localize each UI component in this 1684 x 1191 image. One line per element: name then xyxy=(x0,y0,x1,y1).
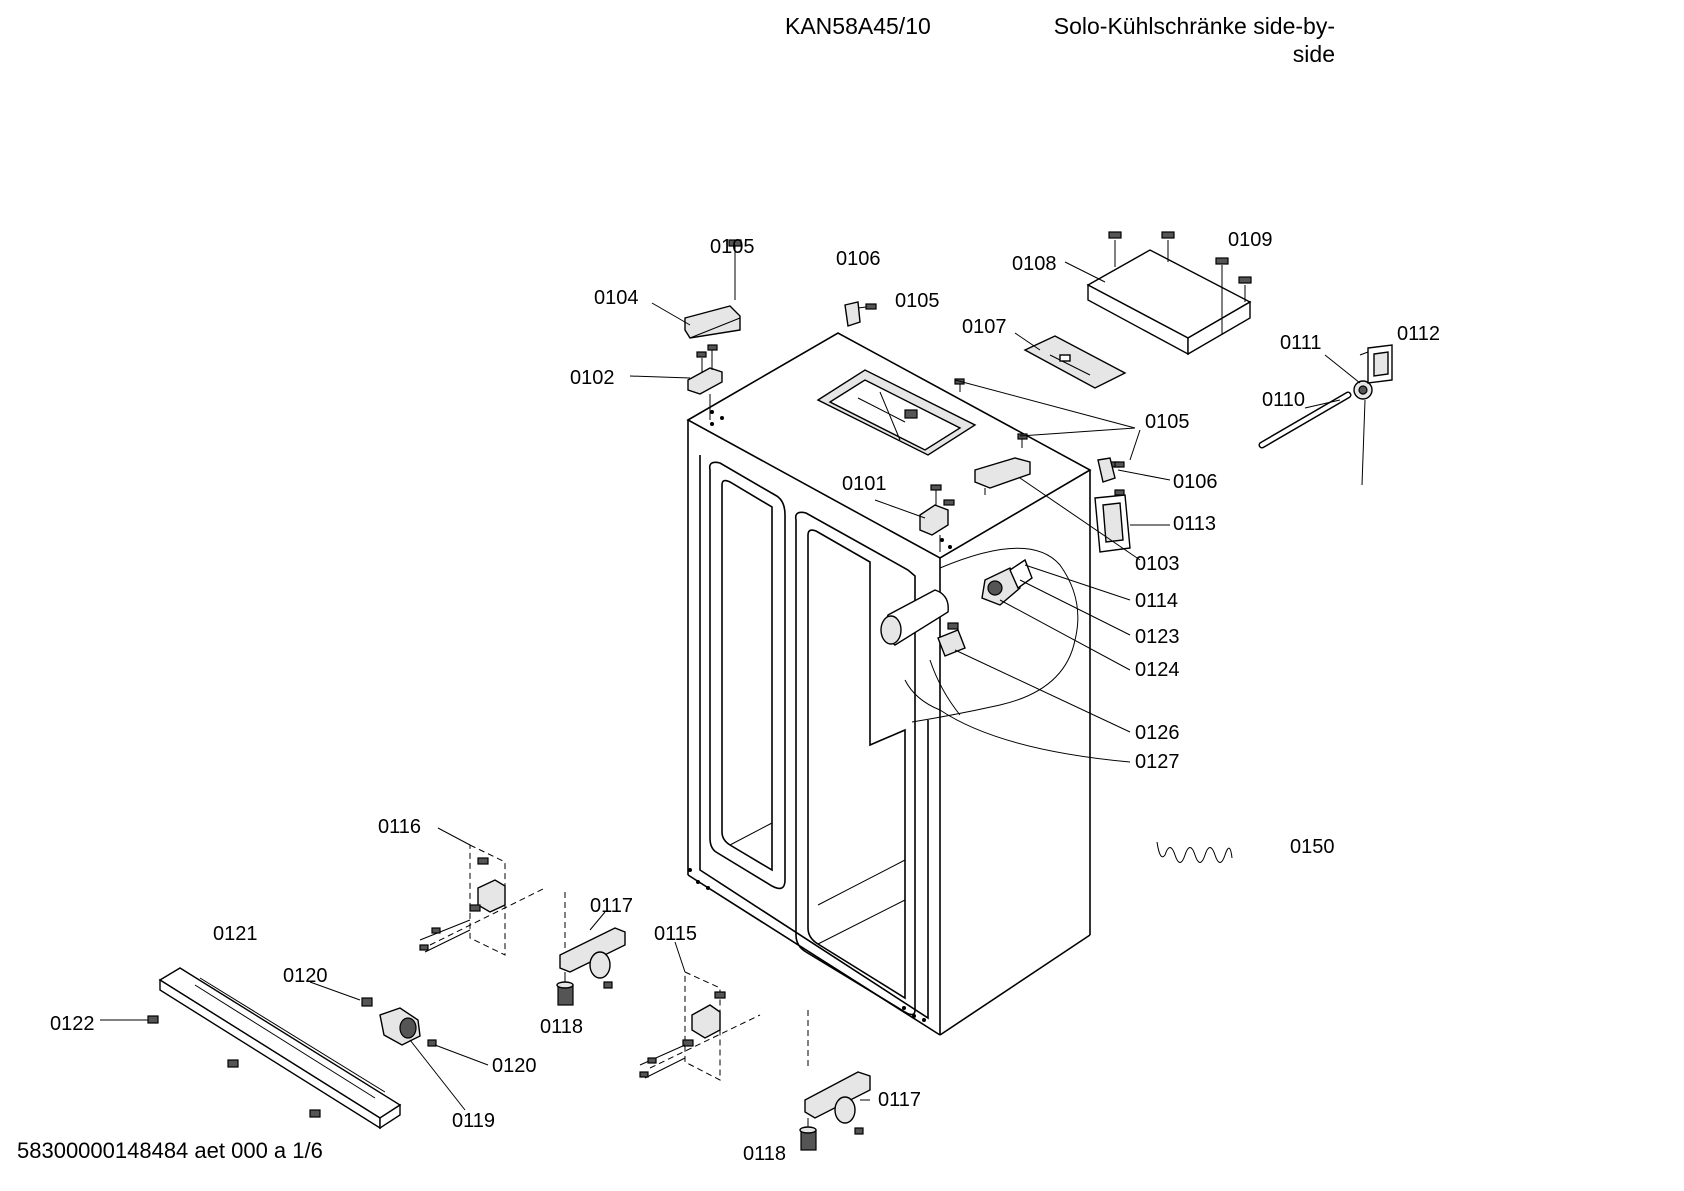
screws-0105-top xyxy=(954,378,1120,468)
part-0112 xyxy=(1359,344,1393,384)
document-reference: 58300000148484 aet 000 a 1/6 xyxy=(17,1138,323,1163)
document-title: Solo-Kühlschränke side-by- side xyxy=(1000,12,1335,68)
label-0106-b: 0106 xyxy=(1173,471,1218,493)
label-0120-a: 0120 xyxy=(283,965,328,987)
label-0118-b: 0118 xyxy=(743,1143,786,1165)
hinge-plate-0116 xyxy=(419,844,546,956)
label-0112: 0112 xyxy=(1397,323,1440,345)
label-0120-b: 0120 xyxy=(492,1055,537,1077)
label-0119: 0119 xyxy=(452,1110,495,1132)
label-0122: 0122 xyxy=(50,1013,95,1035)
label-0118-a: 0118 xyxy=(540,1016,583,1038)
label-0121: 0121 xyxy=(213,923,258,945)
label-0126: 0126 xyxy=(1135,722,1180,744)
label-0109: 0109 xyxy=(1228,229,1273,251)
title-line-2: side xyxy=(1292,41,1335,67)
rod-0110 xyxy=(1258,391,1352,449)
cover-box-0108 xyxy=(1086,231,1252,356)
label-0110: 0110 xyxy=(1262,389,1305,411)
top-control-panel xyxy=(816,369,977,456)
foot-bracket-0117-lower xyxy=(799,1010,871,1151)
coil-0150 xyxy=(1156,841,1233,863)
label-0113: 0113 xyxy=(1173,513,1216,535)
part-0111 xyxy=(1353,380,1373,486)
bracket-0103 xyxy=(974,457,1031,495)
hinge-top-left xyxy=(684,239,742,420)
label-0106-a: 0106 xyxy=(836,248,881,270)
label-0117-b: 0117 xyxy=(878,1089,921,1111)
title-line-1: Solo-Kühlschränke side-by- xyxy=(1053,13,1335,39)
label-0115: 0115 xyxy=(654,923,697,945)
label-0104: 0104 xyxy=(594,287,639,309)
box-0113 xyxy=(1094,489,1131,553)
label-0123: 0123 xyxy=(1135,626,1180,648)
label-0102: 0102 xyxy=(570,367,615,389)
fan-assembly xyxy=(880,558,1033,716)
base-grille-0121 xyxy=(147,967,402,1130)
label-0111: 0111 xyxy=(1280,332,1322,354)
foot-bracket-0117-upper xyxy=(556,892,626,1006)
cabinet-body xyxy=(686,332,1092,1036)
label-0150: 0150 xyxy=(1290,836,1335,858)
leader-lines xyxy=(100,245,1361,1111)
label-0116: 0116 xyxy=(378,816,421,838)
label-0105-b: 0105 xyxy=(895,290,940,312)
label-0124: 0124 xyxy=(1135,659,1180,681)
model-number: KAN58A45/10 xyxy=(785,13,931,39)
adjuster-0119 xyxy=(361,997,437,1047)
label-0127: 0127 xyxy=(1135,751,1180,773)
bracket-top-0106 xyxy=(844,301,877,327)
label-0105-c: 0105 xyxy=(1145,411,1190,433)
label-0105-a: 0105 xyxy=(710,236,755,258)
label-0103: 0103 xyxy=(1135,553,1180,575)
label-0108: 0108 xyxy=(1012,253,1057,275)
label-0114: 0114 xyxy=(1135,590,1178,612)
hinge-0101 xyxy=(919,484,955,552)
label-0101: 0101 xyxy=(842,473,887,495)
part-labels: 0105 0106 0105 0104 0102 0108 0109 0107 … xyxy=(50,229,1440,1165)
label-0107: 0107 xyxy=(962,316,1007,338)
hinge-plate-0115 xyxy=(639,971,761,1081)
plate-0107 xyxy=(1023,335,1127,389)
label-0117-a: 0117 xyxy=(590,895,633,917)
bracket-0106-right xyxy=(1097,457,1125,483)
